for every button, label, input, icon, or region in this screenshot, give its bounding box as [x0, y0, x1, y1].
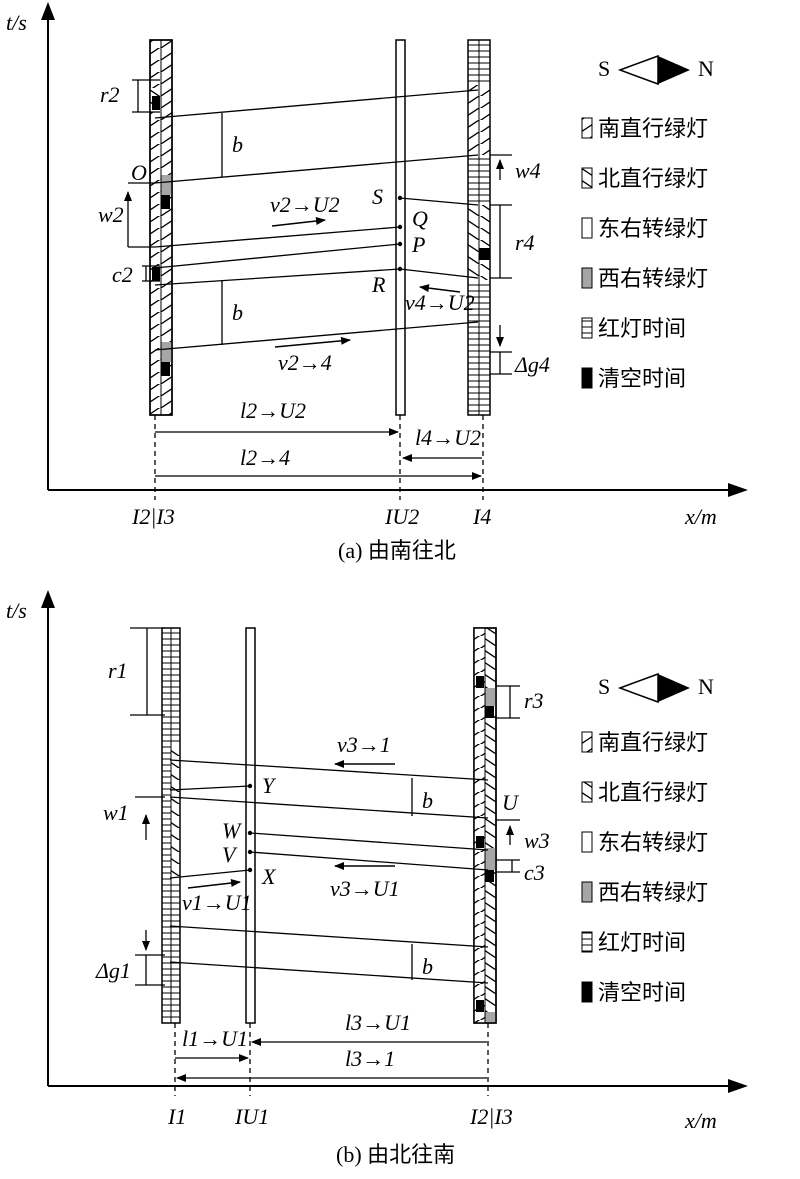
- dir-N-a: N: [698, 56, 714, 81]
- point-U: U: [502, 790, 520, 815]
- legend-a-5: 清空时间: [598, 367, 686, 392]
- param-r2: r2: [100, 82, 120, 107]
- dist-l3-U1: l3→U1: [345, 1010, 411, 1035]
- param-dg1: Δg1: [95, 958, 131, 983]
- direction-arrow-icon: [617, 672, 659, 704]
- param-b-a2: b: [232, 300, 243, 325]
- tick-I4: I4: [472, 504, 491, 529]
- param-dg4: Δg4: [514, 352, 550, 377]
- param-b-a1: b: [232, 132, 243, 157]
- point-Y: Y: [262, 773, 277, 798]
- x-axis-arrow-icon: [728, 483, 748, 497]
- signal-bar-IU1: [245, 627, 256, 1024]
- param-w4: w4: [515, 158, 541, 183]
- point-W: W: [222, 818, 242, 843]
- tick-I2-I3-a: I2|I3: [131, 504, 175, 529]
- legend-b-2: 东右转绿灯: [598, 831, 708, 856]
- legend-a-3: 西右转绿灯: [598, 267, 708, 292]
- point-O: O: [131, 160, 147, 185]
- param-w3: w3: [524, 828, 550, 853]
- t-axis-arrow-icon: [41, 2, 55, 20]
- x-axis-label-b: x/m: [684, 1108, 717, 1133]
- param-c2: c2: [112, 262, 133, 287]
- legend-a-4: 红灯时间: [598, 317, 686, 342]
- speed-v1-U1: v1→U1: [182, 890, 252, 915]
- trajectories-a: [128, 79, 512, 375]
- speed-v3-U1: v3→U1: [330, 876, 400, 901]
- point-V: V: [222, 842, 238, 867]
- legend-a: S N 南直行绿灯 北直行绿灯 东右转绿灯 西右转绿灯 红灯时间 清空时间: [581, 54, 714, 392]
- signal-bar-I1: [161, 627, 181, 1024]
- dist-l4-U2: l4→U2: [415, 425, 481, 450]
- x-axis-arrow-icon: [728, 1079, 748, 1093]
- dist-l2-4: l2→4: [240, 445, 290, 470]
- point-R: R: [371, 272, 386, 297]
- tick-IU1: IU1: [234, 1104, 269, 1129]
- dist-l1-U1: l1→U1: [182, 1026, 248, 1051]
- legend-a-2: 东右转绿灯: [598, 217, 708, 242]
- trajectories-b: [130, 627, 520, 986]
- legend-a-0: 南直行绿灯: [598, 117, 708, 142]
- direction-arrow-icon: [617, 54, 659, 86]
- tick-I1: I1: [167, 1104, 186, 1129]
- param-r4: r4: [515, 230, 535, 255]
- dir-S-a: S: [598, 56, 610, 81]
- t-axis-label-a: t/s: [6, 10, 27, 35]
- tick-IU2: IU2: [384, 504, 419, 529]
- speed-v2-4: v2→4: [278, 350, 332, 375]
- legend-b: S N 南直行绿灯 北直行绿灯 东右转绿灯 西右转绿灯 红灯时间 清空时间: [581, 672, 714, 1006]
- signal-bar-I2-I3-b: [473, 627, 497, 1024]
- panel-b: t/s x/m: [6, 590, 748, 1167]
- point-Q: Q: [412, 206, 428, 231]
- speed-v4-U2: v4→U2: [405, 290, 475, 315]
- param-r1: r1: [108, 658, 128, 683]
- param-w1: w1: [103, 800, 129, 825]
- legend-b-5: 清空时间: [598, 981, 686, 1006]
- legend-b-1: 北直行绿灯: [598, 781, 708, 806]
- dist-l2-U2: l2→U2: [240, 398, 306, 423]
- caption-a: (a) 由南往北: [338, 538, 456, 563]
- caption-b: (b) 由北往南: [336, 1142, 455, 1167]
- legend-a-1: 北直行绿灯: [598, 167, 708, 192]
- speed-v3-1: v3→1: [337, 732, 391, 757]
- param-r3: r3: [524, 688, 544, 713]
- legend-b-4: 红灯时间: [598, 931, 686, 956]
- tick-I2-I3-b: I2|I3: [469, 1104, 513, 1129]
- point-X: X: [261, 864, 277, 889]
- dir-S-b: S: [598, 674, 610, 699]
- legend-b-3: 西右转绿灯: [598, 881, 708, 906]
- point-S: S: [372, 184, 383, 209]
- dist-l3-1: l3→1: [345, 1046, 395, 1071]
- param-c3: c3: [524, 860, 545, 885]
- speed-v2-U2: v2→U2: [270, 192, 340, 217]
- param-b-b1: b: [422, 788, 433, 813]
- point-P: P: [411, 232, 425, 257]
- signal-bar-I2-I3-a: [149, 39, 173, 416]
- param-b-b2: b: [422, 954, 433, 979]
- legend-b-0: 南直行绿灯: [598, 731, 708, 756]
- t-axis-arrow-icon: [41, 590, 55, 608]
- param-w2: w2: [98, 202, 124, 227]
- signal-bar-I4: [467, 39, 491, 416]
- panel-a: t/s x/m: [6, 2, 748, 563]
- dir-N-b: N: [698, 674, 714, 699]
- x-axis-label-a: x/m: [684, 504, 717, 529]
- t-axis-label-b: t/s: [6, 598, 27, 623]
